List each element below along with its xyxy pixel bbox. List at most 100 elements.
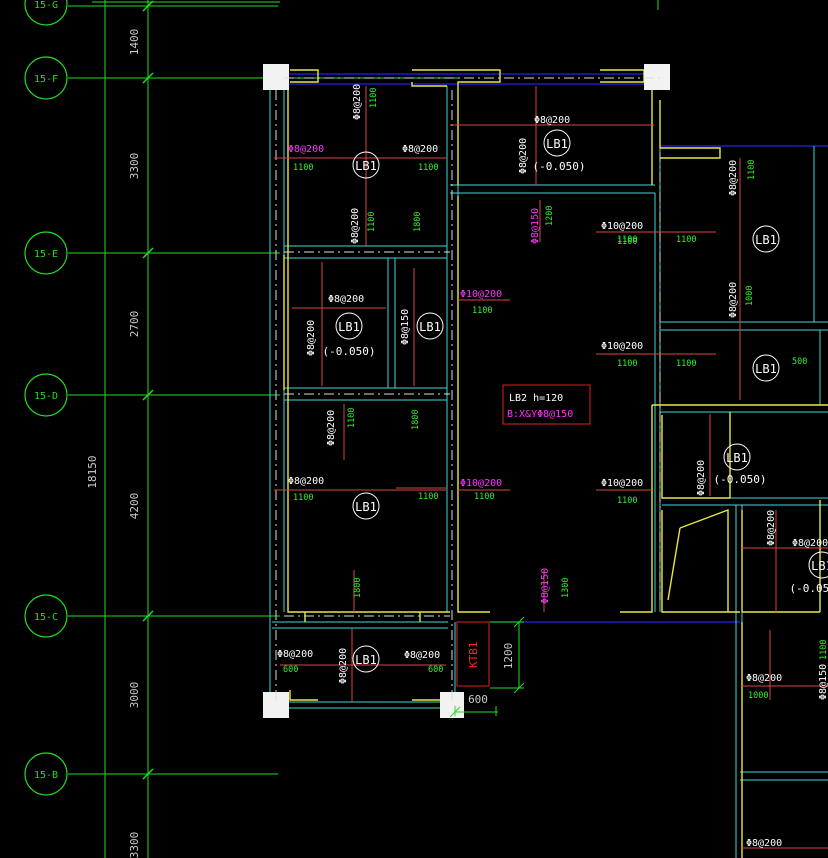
ktb-label: KTB1 (467, 642, 480, 669)
slab-tag-8: LB1 (352, 492, 380, 520)
rebar-w-15: Φ10@200 (601, 478, 643, 489)
dimension-ticks (142, 0, 154, 780)
len-3: 1100 (418, 163, 438, 173)
dim-ktb-width: 600 (468, 693, 488, 706)
length-labels: 1100 1100 1100 1100 1800 1200 1100 1100 … (283, 88, 828, 701)
axis-bubble-15f: 15-F (24, 56, 68, 100)
len-24: 1000 (748, 691, 768, 701)
rebar-m-1: Φ8@200 (288, 144, 324, 155)
len-25: 1100 (617, 496, 637, 506)
slab-edges (276, 73, 828, 623)
dim-1400: 1400 (128, 29, 141, 56)
len-15: 1100 (347, 408, 357, 428)
ktb1-box: KTB1 (456, 621, 490, 687)
len-2: 1100 (293, 163, 313, 173)
rebar-m-5: Φ8@150 (540, 568, 551, 604)
rebar-w-3: Φ8@200 (534, 115, 570, 126)
axis-label-15b: 15-B (34, 770, 58, 781)
len-11: 1100 (472, 306, 492, 316)
len-6: 1200 (545, 206, 555, 226)
dim-ktb-height: 1200 (502, 643, 515, 670)
svg-text:LB1: LB1 (546, 137, 568, 151)
elevation-2: (-0.050) (323, 345, 376, 358)
len-26: 1100 (617, 237, 637, 247)
len-20: 1800 (353, 578, 363, 598)
rebar-w-10: Φ8@200 (306, 320, 317, 356)
rebar-w-16: Φ8@200 (696, 460, 707, 496)
slab-tags: LB1 LB1 LB1 LB1 LB1 LB1 LB1 LB1 LB1 LB1 (335, 129, 828, 673)
len-21: 1300 (561, 578, 571, 598)
slab-tag-4: LB1 (335, 312, 363, 340)
svg-text:LB1: LB1 (811, 559, 828, 573)
slab-note-lb2: LB2 h=120 B:X&YΦ8@150 (502, 384, 591, 425)
axis-label-15d: 15-D (34, 391, 58, 402)
rebar-w-24: Φ8@150 (818, 664, 828, 700)
svg-text:LB1: LB1 (755, 362, 777, 376)
note-title: LB2 h=120 (509, 393, 563, 404)
svg-text:LB1: LB1 (355, 500, 377, 514)
slab-tag-10: LB1 (352, 645, 380, 673)
rebar-w-21: Φ8@200 (404, 650, 440, 661)
len-14: 500 (792, 357, 807, 367)
len-13: 1100 (676, 359, 696, 369)
rebar-m-4: Φ10@200 (460, 478, 502, 489)
len-19: 1100 (474, 492, 494, 502)
slab-tag-1: LB1 (352, 151, 380, 179)
slab-tag-3: LB1 (752, 225, 780, 253)
rebar-w-5: Φ8@200 (728, 160, 739, 196)
len-16: 1800 (411, 410, 421, 430)
elevation-3: (-0.050) (714, 473, 767, 486)
slab-tag-2: LB1 (543, 129, 571, 157)
rebar-labels-magenta: Φ8@200 Φ8@150 Φ10@200 Φ10@200 Φ8@150 (288, 144, 551, 604)
dim-3300b: 3300 (128, 832, 141, 858)
dim-3000: 3000 (128, 682, 141, 709)
rebar-labels-white: Φ8@200 Φ8@200 Φ8@200 Φ8@200 Φ8@200 Φ10@2… (277, 84, 828, 849)
walls (283, 69, 828, 858)
rebar-w-7: Φ8@200 (350, 208, 361, 244)
axis-bubble-15g: 15-G (24, 0, 68, 26)
dimension-lines (92, 0, 280, 858)
rebar-w-13: Φ8@200 (326, 410, 337, 446)
rebar-w-9: Φ8@150 (400, 309, 411, 345)
beams (269, 86, 828, 858)
len-18: 1100 (418, 492, 438, 502)
dim-3300: 3300 (128, 153, 141, 180)
axis-label-15c: 15-C (34, 612, 58, 623)
rebar-w-17: Φ8@200 (766, 510, 777, 546)
rebar-w-18: Φ8@200 (792, 538, 828, 549)
len-17: 1100 (293, 493, 313, 503)
rebar-w-12: Φ8@200 (728, 282, 739, 318)
rebar-w-20: Φ8@200 (338, 648, 349, 684)
axis-label-15g: 15-G (34, 0, 58, 11)
svg-text:LB1: LB1 (755, 233, 777, 247)
len-27: 1100 (819, 640, 828, 660)
slab-tag-6: LB1 (752, 354, 780, 382)
len-8: 1100 (676, 235, 696, 245)
len-9: 1100 (747, 160, 757, 180)
note-rebar: B:X&YΦ8@150 (507, 409, 573, 420)
rebar-m-2: Φ8@150 (530, 208, 541, 244)
axis-label-15e: 15-E (34, 249, 58, 260)
svg-text:LB1: LB1 (355, 159, 377, 173)
svg-text:LB1: LB1 (355, 653, 377, 667)
center-lines (275, 77, 661, 700)
dim-4200: 4200 (128, 493, 141, 520)
columns (263, 64, 670, 718)
rebar-w-1: Φ8@200 (352, 84, 363, 120)
svg-text:LB1: LB1 (338, 320, 360, 334)
len-5: 1800 (413, 212, 423, 232)
slab-tag-5: LB1 (416, 312, 444, 340)
elevation-4: (-0.050) (790, 582, 828, 595)
dim-2700: 2700 (128, 311, 141, 338)
rebar-w-2: Φ8@200 (402, 144, 438, 155)
slab-tag-9: LB1 (808, 551, 828, 579)
rebar-m-3: Φ10@200 (460, 289, 502, 300)
len-4: 1100 (367, 212, 377, 232)
elevation-1: (-0.050) (533, 160, 586, 173)
rebar-w-22: Φ8@200 (746, 673, 782, 684)
axis-bubble-15e: 15-E (24, 231, 68, 275)
ktb-dimensions (449, 616, 525, 718)
len-22: 600 (283, 665, 298, 675)
len-10: 1000 (745, 286, 755, 306)
rebar-w-14: Φ8@200 (288, 476, 324, 487)
